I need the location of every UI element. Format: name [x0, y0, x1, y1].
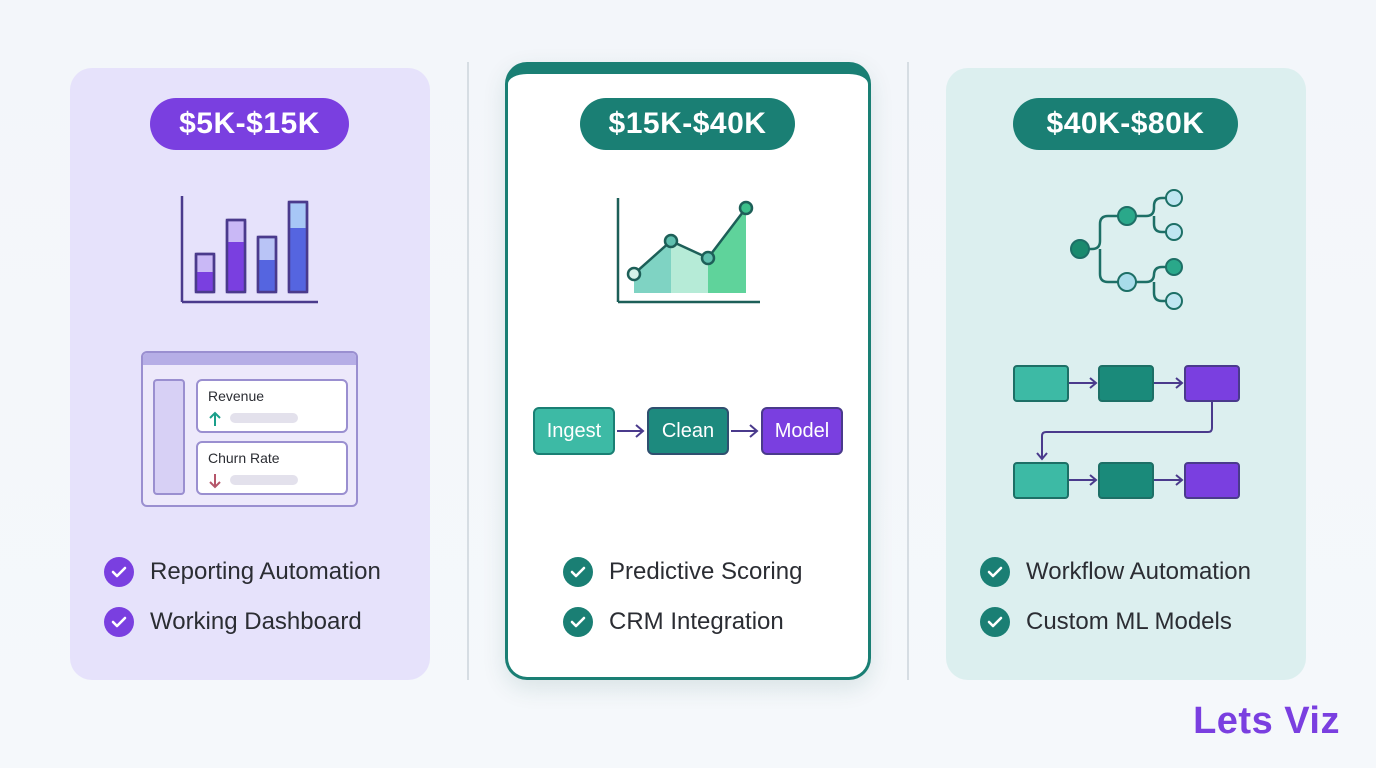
feature-item: Custom ML Models	[980, 606, 1232, 638]
price-badge: $15K-$40K	[580, 98, 795, 150]
check-icon	[563, 557, 593, 587]
feature-item: Workflow Automation	[980, 556, 1251, 588]
check-icon	[980, 557, 1010, 587]
feature-item: Predictive Scoring	[563, 556, 802, 588]
divider	[907, 62, 909, 680]
workflow-illustration	[1013, 365, 1240, 499]
feature-label: Custom ML Models	[1026, 608, 1232, 635]
area-chart-illustration	[616, 198, 760, 304]
price-badge: $5K-$15K	[150, 98, 349, 150]
feature-label: Working Dashboard	[150, 608, 362, 635]
arrow-up-icon	[209, 411, 221, 426]
divider	[467, 62, 469, 680]
feature-label: Reporting Automation	[150, 558, 381, 585]
feature-label: CRM Integration	[609, 608, 784, 635]
pipeline-step-clean: Clean	[647, 407, 729, 455]
check-icon	[563, 607, 593, 637]
arrow-down-icon	[209, 474, 221, 489]
pipeline-step-model: Model	[761, 407, 843, 455]
feature-item: Working Dashboard	[104, 606, 362, 638]
check-icon	[104, 607, 134, 637]
brand-logo: Lets Viz	[1193, 700, 1340, 742]
metric-label: Revenue	[208, 388, 265, 404]
price-badge: $40K-$80K	[1013, 98, 1238, 150]
metric-card-revenue: Revenue	[196, 379, 348, 433]
check-icon	[980, 607, 1010, 637]
feature-item: Reporting Automation	[104, 556, 381, 588]
bar-chart-illustration	[180, 196, 318, 304]
feature-item: CRM Integration	[563, 606, 784, 638]
tree-network-illustration	[1070, 189, 1183, 310]
check-icon	[104, 557, 134, 587]
feature-label: Workflow Automation	[1026, 558, 1251, 585]
dashboard-illustration: Revenue Churn Rate	[141, 351, 358, 507]
metric-card-churn: Churn Rate	[196, 441, 348, 495]
arrow-right-icon	[617, 424, 645, 438]
pipeline-step-ingest: Ingest	[533, 407, 615, 455]
arrow-right-icon	[731, 424, 759, 438]
feature-label: Predictive Scoring	[609, 558, 803, 585]
metric-label: Churn Rate	[208, 450, 280, 466]
